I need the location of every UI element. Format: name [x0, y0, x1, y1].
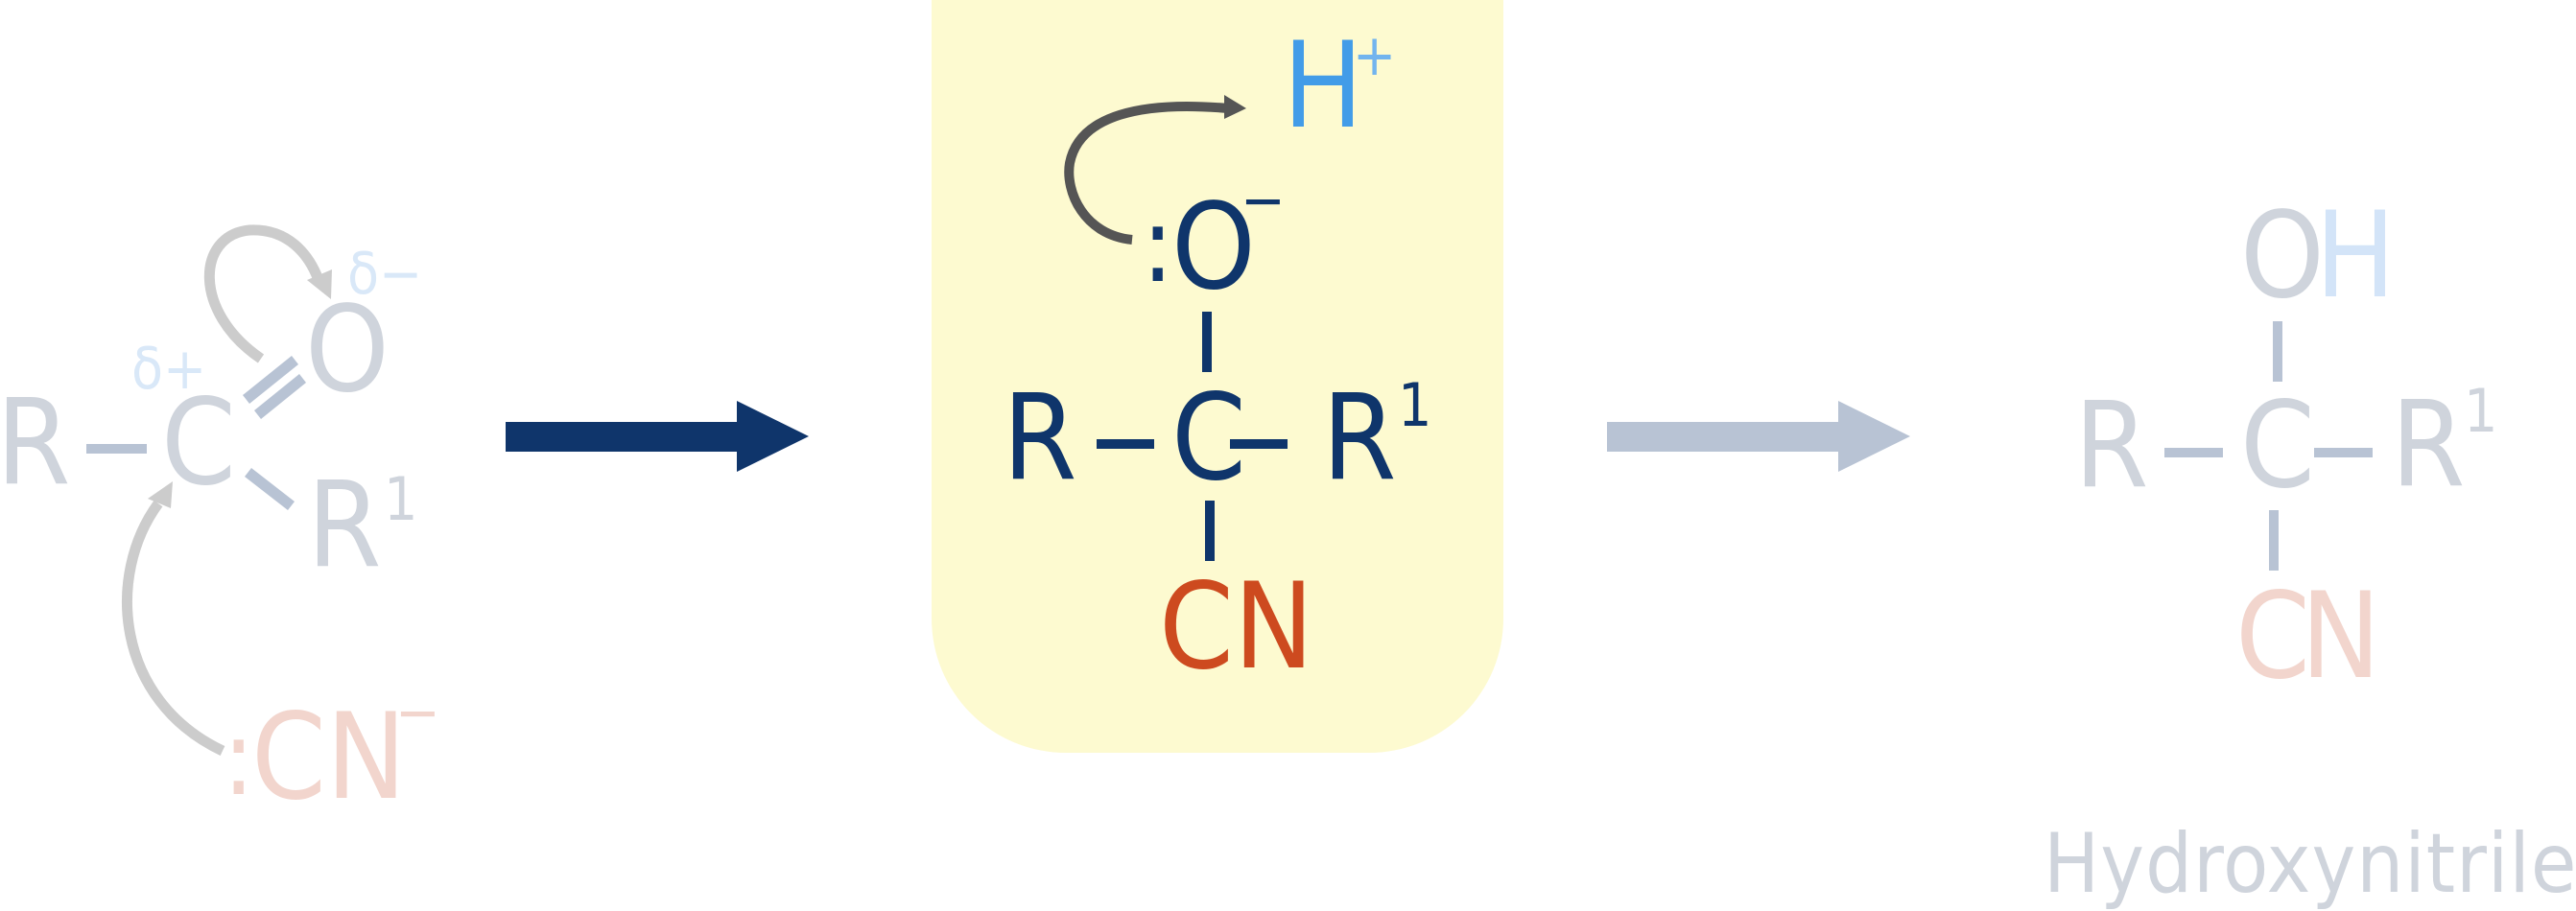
r-group-left: R [2074, 377, 2149, 515]
nitrile-group: CN [1159, 558, 1314, 696]
product-name-label: Hydroxynitrile [2044, 816, 2576, 911]
proton-charge: + [1353, 22, 1397, 89]
carbonyl-oxygen: O [305, 281, 390, 419]
bond-c-cn [2269, 510, 2279, 571]
cyanide-nucleophile: CN [251, 689, 407, 827]
bond-r-c [2164, 448, 2223, 457]
r-group-right-superscript: 1 [2464, 376, 2498, 446]
bond-r-c [1097, 439, 1154, 449]
nitrile-nitrogen: N [2301, 568, 2381, 706]
double-bond-line-1 [243, 356, 298, 404]
delta-plus-label: δ+ [131, 336, 207, 403]
hydroxyl-hydrogen: H [2315, 187, 2396, 325]
curly-arrow-head-c [148, 481, 173, 508]
intermediate-highlight [932, 0, 1503, 753]
curly-arrow-o-to-h [1064, 102, 1229, 245]
oxygen-lone-pair: : [1142, 183, 1174, 306]
cyanide-charge: − [395, 677, 440, 747]
step3-bonds [2164, 321, 2373, 571]
bond-c-r1 [1230, 439, 1288, 449]
curly-arrow-head-o [307, 269, 332, 299]
r-group-right: R [2391, 376, 2466, 514]
r-group-left: R [1003, 369, 1077, 507]
curly-arrow-head-h [1224, 95, 1246, 119]
step2-bonds [1097, 312, 1288, 561]
nitrile-carbon: C [2235, 568, 2310, 706]
r-group-right-superscript: 1 [384, 464, 418, 534]
alkoxide-charge: − [1241, 165, 1286, 235]
curly-arrow-bond-to-o [203, 224, 324, 363]
central-carbon: C [2240, 377, 2315, 515]
cyanide-lone-pair: : [223, 696, 255, 819]
bond-c-cn [1205, 501, 1215, 561]
carbonyl-carbon: C [161, 374, 236, 512]
double-bond-line-2 [254, 374, 306, 419]
bond-c-r1 [2314, 448, 2373, 457]
reaction-arrow-1 [506, 401, 809, 472]
step1-bonds [86, 356, 306, 510]
proton: H [1283, 17, 1363, 155]
central-carbon: C [1171, 369, 1246, 507]
r-group-left: R [0, 374, 71, 512]
bond-c-r1 [245, 468, 295, 510]
reaction-arrow-2 [1607, 401, 1910, 472]
r-group-right-superscript: 1 [1398, 370, 1432, 440]
bond-o-c [2273, 321, 2282, 382]
bond-o-c [1202, 312, 1212, 372]
hydroxyl-oxygen: O [2240, 187, 2325, 325]
delta-minus-label: δ− [347, 241, 423, 308]
alkoxide-oxygen: O [1171, 178, 1256, 316]
curly-arrow-cn-to-c [122, 500, 225, 756]
r-group-right: R [307, 456, 382, 595]
r-group-right: R [1322, 369, 1397, 507]
bond-r-c [86, 444, 147, 454]
